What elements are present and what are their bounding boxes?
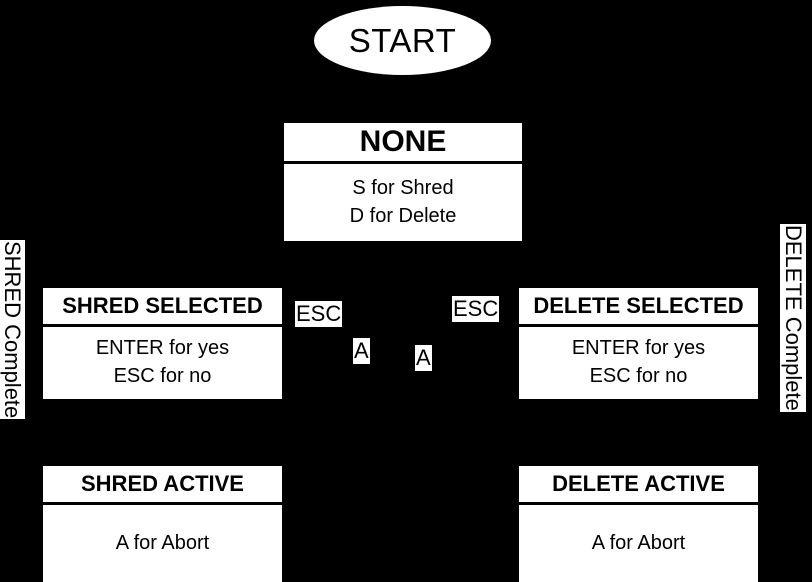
edge-label-delete-complete: DELETE Complete xyxy=(780,224,806,412)
state-node-delete-active-title: DELETE ACTIVE xyxy=(519,466,758,505)
edge-label-abort-shred: A xyxy=(353,338,370,364)
state-node-delete-active-body: A for Abort xyxy=(519,505,758,582)
state-node-none-line-1: S for Shred xyxy=(352,176,454,199)
state-node-shred-selected-body: ENTER for yes ESC for no xyxy=(43,327,282,399)
state-node-delete-active[interactable]: DELETE ACTIVE A for Abort xyxy=(519,466,758,582)
state-node-start[interactable]: START xyxy=(314,6,491,75)
state-node-none-body: S for Shred D for Delete xyxy=(284,164,522,241)
state-node-delete-active-line-1: A for Abort xyxy=(591,531,686,554)
state-node-none-line-2: D for Delete xyxy=(349,204,457,227)
state-node-none-title: NONE xyxy=(284,123,522,164)
edge-label-shred-complete: SHRED Complete xyxy=(0,240,25,420)
state-node-delete-selected[interactable]: DELETE SELECTED ENTER for yes ESC for no xyxy=(519,288,758,399)
edge-label-esc-shred: ESC xyxy=(295,301,343,327)
state-node-shred-active[interactable]: SHRED ACTIVE A for Abort xyxy=(43,466,282,582)
state-node-start-label: START xyxy=(348,22,457,59)
edge-label-esc-delete: ESC xyxy=(452,296,500,322)
state-node-shred-active-body: A for Abort xyxy=(43,505,282,582)
state-node-shred-selected-title: SHRED SELECTED xyxy=(43,288,282,327)
edge-label-abort-delete: A xyxy=(415,345,432,371)
state-node-shred-active-line-1: A for Abort xyxy=(115,531,210,554)
state-node-none[interactable]: NONE S for Shred D for Delete xyxy=(284,123,522,241)
state-node-delete-selected-body: ENTER for yes ESC for no xyxy=(519,327,758,399)
state-node-shred-selected-line-1: ENTER for yes xyxy=(95,337,230,360)
state-node-shred-selected-line-2: ESC for no xyxy=(113,365,212,387)
state-node-delete-selected-line-1: ENTER for yes xyxy=(571,337,706,360)
state-node-shred-active-title: SHRED ACTIVE xyxy=(43,466,282,505)
state-node-shred-selected[interactable]: SHRED SELECTED ENTER for yes ESC for no xyxy=(43,288,282,399)
state-node-delete-selected-title: DELETE SELECTED xyxy=(519,288,758,327)
state-node-delete-selected-line-2: ESC for no xyxy=(589,365,688,387)
